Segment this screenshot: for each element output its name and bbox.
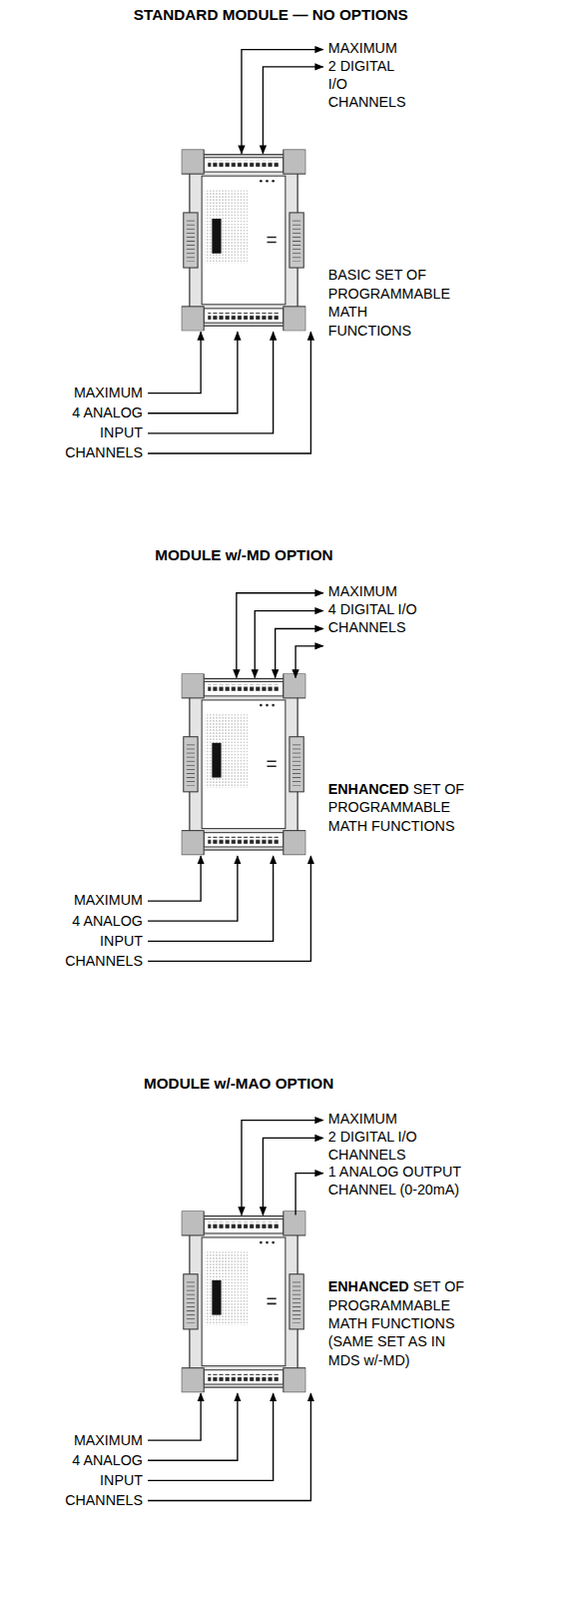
analog-input-label: MAXIMUM 4 ANALOG INPUT CHANNELS: [64, 891, 143, 968]
section-heading: STANDARD MODULE — NO OPTIONS: [133, 5, 409, 23]
label-block: MODULE w/-MAO OPTION: [143, 1074, 334, 1093]
function-emphasis: ENHANCED: [328, 780, 410, 797]
digital-io-label: MAXIMUM 4 DIGITAL I/O CHANNELS: [328, 583, 418, 635]
label-block: STANDARD MODULE — NO OPTIONS: [133, 5, 409, 24]
label-block: BASIC SET OF PROGRAMMABLE MATH FUNCTIONS: [328, 265, 451, 340]
label-block: MAXIMUM 4 DIGITAL I/O CHANNELS: [328, 583, 418, 637]
function-label: BASIC SET OF PROGRAMMABLE MATH FUNCTIONS: [328, 266, 451, 338]
analog-output-label: 1 ANALOG OUTPUT CHANNEL (0-20mA): [328, 1163, 462, 1197]
label-block: MAXIMUM 4 ANALOG INPUT CHANNELS: [64, 382, 143, 463]
label-block: ENHANCEDSET OF PROGRAMMABLE MATH FUNCTIO…: [328, 1276, 465, 1369]
label-block: MODULE w/-MD OPTION: [154, 546, 333, 565]
digital-io-label: MAXIMUM 2 DIGITAL I/O CHANNELS: [328, 1110, 418, 1163]
label-block: MAXIMUM 4 ANALOG INPUT CHANNELS: [64, 1429, 143, 1510]
label-block: 1 ANALOG OUTPUT CHANNEL (0-20mA): [328, 1163, 462, 1199]
label-block: MAXIMUM 2 DIGITAL I/O CHANNELS: [328, 39, 407, 112]
section-heading: MODULE w/-MAO OPTION: [143, 1074, 334, 1092]
analog-input-label: MAXIMUM 4 ANALOG INPUT CHANNELS: [64, 1431, 143, 1508]
label-block: MAXIMUM 4 ANALOG INPUT CHANNELS: [64, 889, 143, 970]
digital-io-label: MAXIMUM 2 DIGITAL I/O CHANNELS: [328, 39, 407, 110]
section-heading: MODULE w/-MD OPTION: [154, 546, 333, 564]
function-emphasis: ENHANCED: [328, 1277, 410, 1294]
analog-input-label: MAXIMUM 4 ANALOG INPUT CHANNELS: [64, 384, 143, 461]
label-block: ENHANCEDSET OF PROGRAMMABLE MATH FUNCTIO…: [328, 779, 465, 835]
label-block: MAXIMUM 2 DIGITAL I/O CHANNELS: [328, 1110, 418, 1165]
